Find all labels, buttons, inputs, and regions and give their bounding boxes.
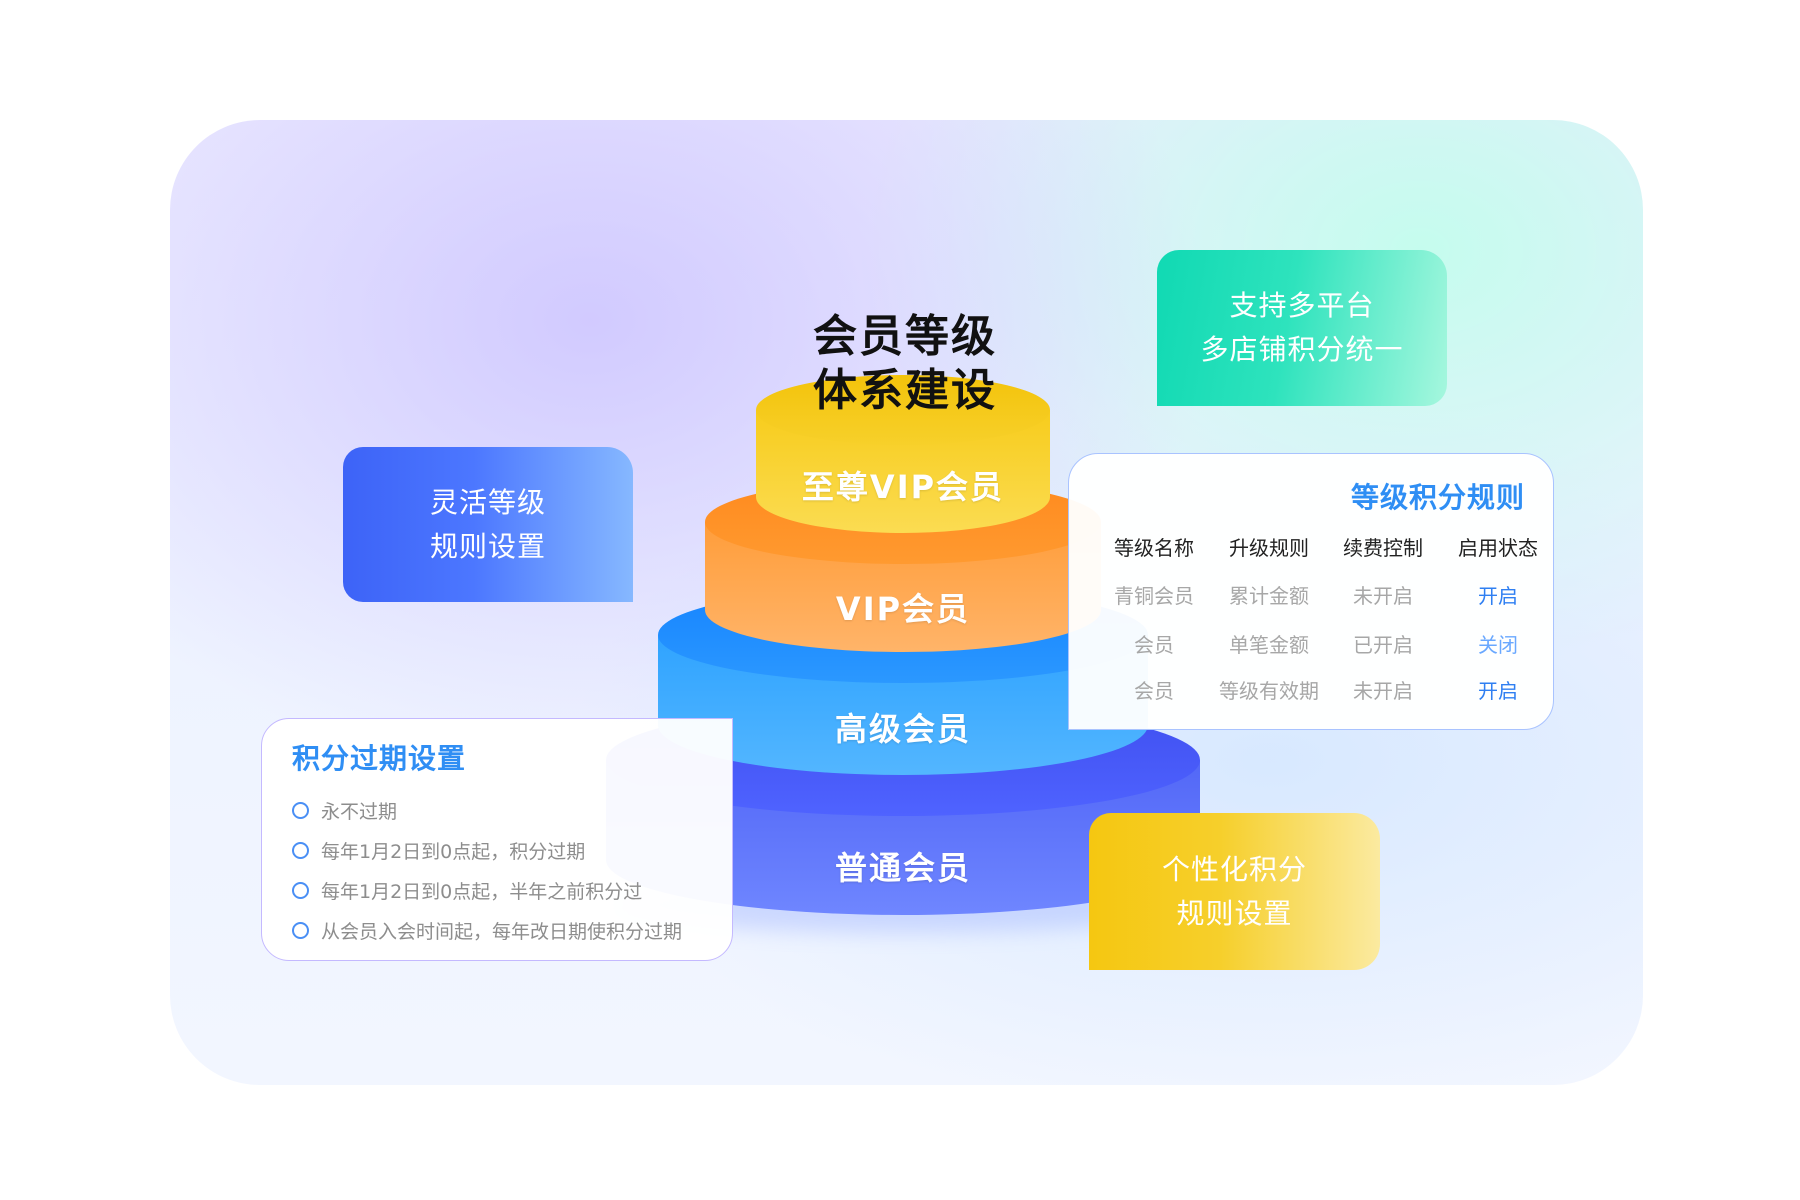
badge-line: 支持多平台: [1229, 289, 1375, 322]
rules-cell: 未开启: [1353, 584, 1413, 608]
expiry-option[interactable]: 永不过期: [292, 797, 397, 823]
radio-icon[interactable]: [292, 801, 309, 819]
main-title-line1: 会员等级: [813, 311, 997, 362]
rules-header-cell: 启用状态: [1458, 536, 1538, 560]
multi-platform-badge: 支持多平台 多店铺积分统一: [1157, 250, 1447, 406]
points-expiry-panel: 积分过期设置 永不过期 每年1月2日到0点起，积分过期 每年1月2日到0点起，半…: [261, 718, 733, 961]
expiry-option-label: 每年1月2日到0点起，半年之前积分过: [321, 880, 643, 903]
badge-line: 规则设置: [429, 529, 546, 563]
expiry-option[interactable]: 每年1月2日到0点起，积分过期: [292, 837, 585, 863]
rules-cell: 等级有效期: [1219, 679, 1319, 703]
tier-label-basic: 普通会员: [834, 849, 971, 887]
rules-header-cell: 等级名称: [1114, 536, 1194, 560]
badge-line: 个性化积分: [1161, 852, 1307, 886]
expiry-panel-title: 积分过期设置: [292, 742, 467, 775]
rules-cell: 单笔金额: [1229, 633, 1309, 657]
status-toggle-link[interactable]: 开启: [1478, 679, 1518, 703]
tier-shape-supreme-vip: [756, 375, 1050, 533]
expiry-option-label: 每年1月2日到0点起，积分过期: [321, 840, 586, 863]
rules-cell: 会员: [1134, 633, 1174, 657]
personalized-points-badge: 个性化积分 规则设置: [1089, 813, 1380, 970]
rules-cell: 会员: [1134, 679, 1174, 703]
tier-label-senior: 高级会员: [834, 710, 971, 748]
badge-line: 规则设置: [1176, 896, 1293, 930]
status-toggle-link[interactable]: 开启: [1478, 584, 1518, 608]
expiry-option-label: 从会员入会时间起，每年改日期使积分过期: [321, 920, 683, 943]
badge-line: 多店铺积分统一: [1200, 333, 1404, 366]
radio-icon[interactable]: [292, 881, 309, 899]
rules-header-cell: 升级规则: [1229, 536, 1309, 560]
expiry-option[interactable]: 每年1月2日到0点起，半年之前积分过: [292, 877, 642, 903]
flexible-level-rules-badge: 灵活等级 规则设置: [343, 447, 633, 602]
radio-icon[interactable]: [292, 921, 309, 939]
rules-cell: 青铜会员: [1114, 584, 1194, 608]
main-title-line2: 体系建设: [813, 365, 997, 416]
expiry-option-label: 永不过期: [321, 800, 398, 823]
status-toggle-link[interactable]: 关闭: [1478, 633, 1518, 657]
tier-label-supreme-vip: 至尊VIP会员: [801, 468, 1005, 506]
main-title: 会员等级 体系建设: [790, 310, 1020, 418]
radio-icon[interactable]: [292, 841, 309, 859]
expiry-option[interactable]: 从会员入会时间起，每年改日期使积分过期: [292, 917, 682, 943]
rules-cell: 累计金额: [1229, 584, 1309, 608]
rules-cell: 已开启: [1353, 633, 1413, 657]
badge-line: 灵活等级: [429, 485, 546, 519]
level-points-rules-panel: 等级积分规则 等级名称 升级规则 续费控制 启用状态 青铜会员 累计金额 未开启…: [1068, 453, 1554, 730]
rules-header-cell: 续费控制: [1343, 536, 1423, 560]
tier-label-vip: VIP会员: [835, 590, 971, 628]
rules-panel-title: 等级积分规则: [1350, 481, 1525, 514]
rules-cell: 未开启: [1353, 679, 1413, 703]
